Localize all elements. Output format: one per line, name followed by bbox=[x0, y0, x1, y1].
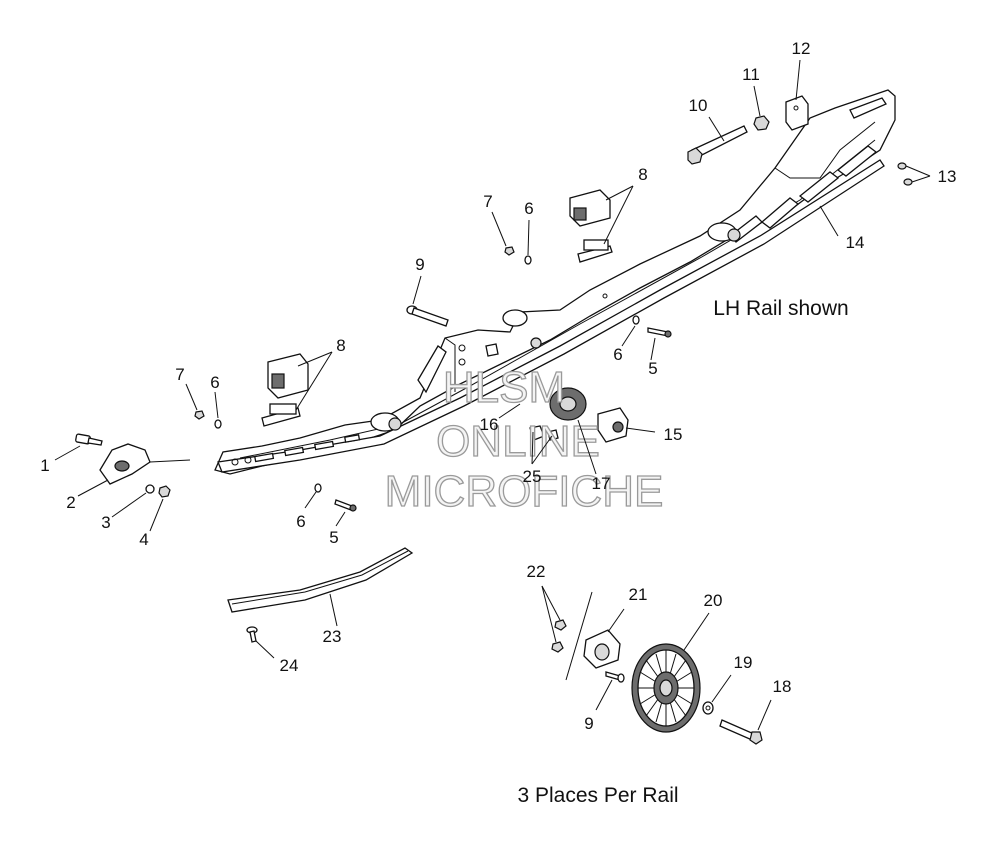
callout-1: 1 bbox=[40, 456, 49, 475]
callout-10: 10 bbox=[689, 96, 708, 115]
callout-12: 12 bbox=[792, 39, 811, 58]
callout-3: 3 bbox=[101, 513, 110, 532]
idler-wheel-20 bbox=[631, 643, 701, 733]
spacer-15 bbox=[597, 407, 629, 443]
callout-22: 22 bbox=[527, 562, 546, 581]
callout-6-front: 6 bbox=[210, 373, 219, 392]
leader-lines bbox=[54, 59, 931, 731]
nut-7-rear bbox=[504, 246, 515, 256]
washer-3 bbox=[145, 484, 155, 494]
callout-15: 15 bbox=[664, 425, 683, 444]
wheel-17 bbox=[549, 387, 587, 421]
callout-2: 2 bbox=[66, 493, 75, 512]
washer-6-rear bbox=[524, 255, 532, 265]
nuts-22 bbox=[551, 619, 567, 653]
callout-17: 17 bbox=[592, 474, 611, 493]
nut-7-front bbox=[194, 410, 205, 420]
nut-4 bbox=[158, 485, 171, 498]
spacer-21 bbox=[583, 629, 621, 669]
wear-slide-23 bbox=[227, 547, 414, 613]
callout-25: 25 bbox=[523, 467, 542, 486]
callout-6-low: 6 bbox=[296, 512, 305, 531]
idler-wheel-group bbox=[551, 591, 763, 745]
rail-tip-2 bbox=[99, 443, 191, 485]
callout-5-mid: 5 bbox=[648, 359, 657, 378]
washer-6-low bbox=[314, 483, 322, 493]
watermark-line-2: ONLINE bbox=[436, 417, 600, 466]
front-tip-group bbox=[75, 433, 191, 498]
lh-rail-caption: LH Rail shown bbox=[713, 297, 848, 320]
callouts: 1 2 3 4 5 5 6 6 6 6 7 7 8 8 9 9 10 11 12… bbox=[40, 39, 956, 733]
callout-6-mid: 6 bbox=[613, 345, 622, 364]
callout-9-wheel: 9 bbox=[584, 714, 593, 733]
callout-19: 19 bbox=[734, 653, 753, 672]
bolt-5-low bbox=[334, 499, 357, 512]
watermark-line-1: HLSM bbox=[443, 363, 565, 412]
bracket-12 bbox=[785, 95, 809, 131]
callout-13: 13 bbox=[938, 167, 957, 186]
stop-block-8-rear bbox=[569, 189, 613, 263]
bolt-9-rail bbox=[406, 305, 449, 327]
washer-6-front bbox=[214, 419, 222, 429]
callout-23: 23 bbox=[323, 627, 342, 646]
callout-21: 21 bbox=[629, 585, 648, 604]
callout-9-rail: 9 bbox=[415, 255, 424, 274]
bolt-1 bbox=[75, 433, 103, 446]
callout-16: 16 bbox=[480, 415, 499, 434]
rail-boss-front bbox=[370, 412, 402, 432]
rail-boss-middle bbox=[502, 309, 542, 349]
callout-5-low: 5 bbox=[329, 528, 338, 547]
watermark-line-3: MICROFICHE bbox=[385, 467, 664, 516]
nut-11 bbox=[753, 115, 770, 131]
bolt-10 bbox=[687, 125, 748, 165]
callout-6-rear: 6 bbox=[524, 199, 533, 218]
places-per-rail-caption: 3 Places Per Rail bbox=[517, 784, 678, 807]
callout-7-front: 7 bbox=[175, 365, 184, 384]
bolt-18 bbox=[719, 719, 763, 745]
rail-boss-rear bbox=[707, 222, 741, 242]
callout-8-rear: 8 bbox=[638, 165, 647, 184]
bolt-24 bbox=[246, 626, 258, 643]
callout-24: 24 bbox=[280, 656, 299, 675]
callout-8-front: 8 bbox=[336, 336, 345, 355]
callout-7-rear: 7 bbox=[483, 192, 492, 211]
clip-16 bbox=[485, 343, 499, 357]
watermark: HLSM ONLINE MICROFICHE bbox=[384, 362, 664, 516]
callout-20: 20 bbox=[704, 591, 723, 610]
callout-4: 4 bbox=[139, 530, 148, 549]
bolt-9-wheel bbox=[605, 671, 625, 683]
washer-6-mid bbox=[632, 315, 640, 325]
callout-11: 11 bbox=[742, 65, 760, 84]
callout-18: 18 bbox=[773, 677, 792, 696]
rail-assembly bbox=[214, 89, 896, 475]
bolt-5-mid bbox=[647, 327, 672, 338]
callout-14: 14 bbox=[846, 233, 865, 252]
screws-13 bbox=[897, 162, 913, 186]
washer-19 bbox=[702, 701, 714, 715]
clip-25 bbox=[529, 425, 559, 441]
